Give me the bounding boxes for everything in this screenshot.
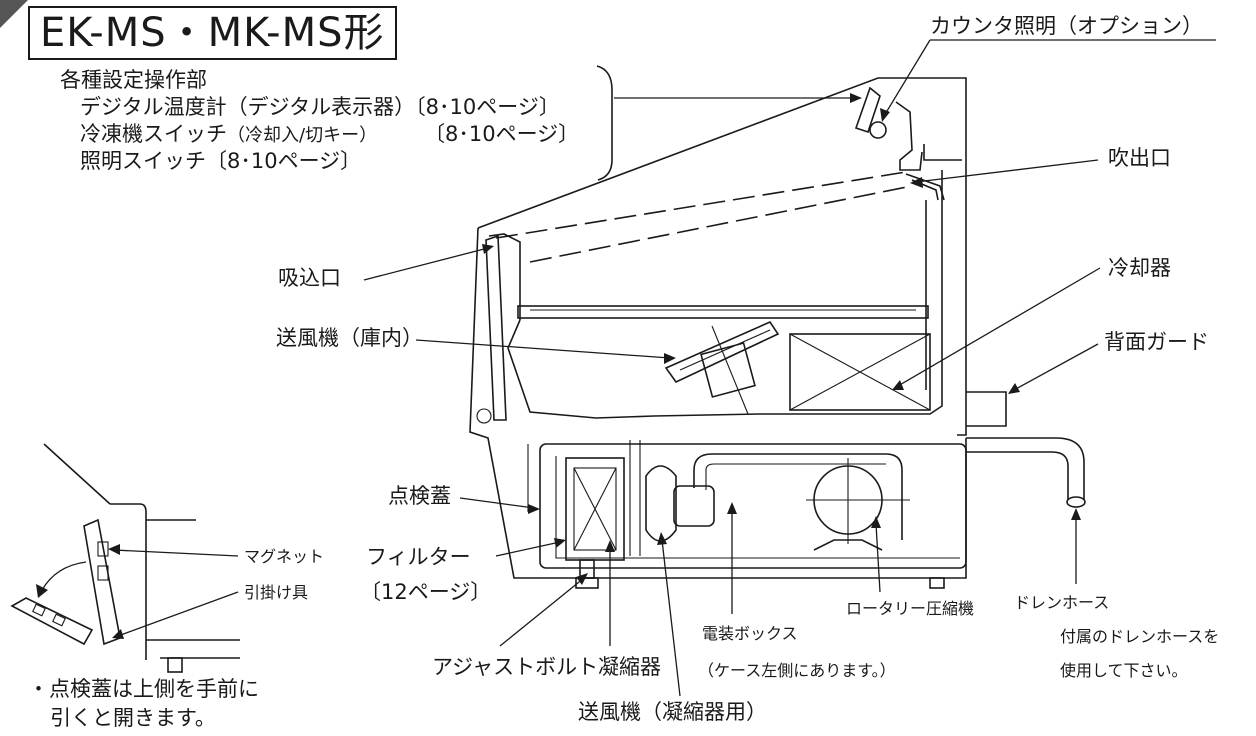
shelf-tray xyxy=(517,305,929,319)
settings-refrigerator-switch: 冷凍機スイッチ（冷却入/切キー） xyxy=(80,122,377,147)
label-counter-light: カウンタ照明（オプション） xyxy=(930,14,1203,38)
settings-refrigerator-switch-page: 〔8･10ページ〕 xyxy=(424,122,580,146)
label-fan-inner: 送風機（庫内） xyxy=(276,326,423,350)
drain-hose xyxy=(966,437,1086,508)
label-drain-note-2: 使用して下さい。 xyxy=(1060,661,1188,680)
cabinet-outline xyxy=(469,77,967,579)
upper-glass-line xyxy=(495,171,907,239)
leader-filter xyxy=(495,538,566,557)
back-guard xyxy=(966,391,1007,427)
refrigerant-pipe-inner xyxy=(705,463,886,490)
cooler-unit xyxy=(789,333,931,411)
label-drain-hose: ドレンホース xyxy=(1014,593,1110,612)
label-outlet: 吹出口 xyxy=(1108,146,1171,170)
refrigerant-pipe xyxy=(693,453,903,540)
label-electric-box: 電装ボックス xyxy=(702,624,798,643)
settings-bracket xyxy=(596,65,613,181)
model-title: EK-MS・MK-MS形 xyxy=(28,6,397,60)
leader-compressor xyxy=(871,516,881,593)
leader-drain-hose xyxy=(1071,508,1081,584)
label-electric-box-note: （ケース左側にあります。） xyxy=(698,661,896,680)
leader-hook xyxy=(112,591,239,639)
label-rotary-compressor: ロータリー圧縮機 xyxy=(846,599,975,618)
leader-inlet xyxy=(363,244,494,281)
leader-fan-condenser xyxy=(657,532,681,697)
inner-fan xyxy=(664,320,780,415)
label-condenser: 凝縮器 xyxy=(598,655,661,679)
leader-condenser xyxy=(605,540,615,646)
label-filter-page: 〔12ページ〕 xyxy=(360,580,492,604)
label-cooler: 冷却器 xyxy=(1108,256,1171,280)
leader-electric-box xyxy=(727,502,737,614)
label-magnet: マグネット xyxy=(244,547,325,566)
lid-note-line-1: ・点検蓋は上側を手前に xyxy=(28,677,259,701)
leader-cooler xyxy=(892,267,1101,390)
leader-outlet xyxy=(910,159,1099,188)
settings-digital-thermometer: デジタル温度計（デジタル表示器）〔8･10ページ〕 xyxy=(80,95,560,119)
leader-back-guard xyxy=(1008,343,1099,394)
settings-refrigerator-switch-key: （冷却入/切キー） xyxy=(227,125,378,146)
adjust-bolt xyxy=(575,559,599,589)
label-drain-note-1: 付属のドレンホースを xyxy=(1060,627,1220,646)
label-fan-condenser: 送風機（凝縮器用） xyxy=(578,700,767,724)
settings-refrigerator-switch-label: 冷凍機スイッチ xyxy=(80,122,227,146)
label-inspection-lid: 点検蓋 xyxy=(388,484,451,508)
counter-light xyxy=(854,86,923,171)
leader-inspection-lid xyxy=(459,497,540,514)
page-corner-mark xyxy=(0,0,28,28)
leader-counter-light xyxy=(880,39,1216,122)
condenser-fan xyxy=(629,440,715,556)
lid-note-line-2: 引くと開きます。 xyxy=(50,706,216,730)
label-hook: 引掛け具 xyxy=(244,583,309,602)
settings-heading: 各種設定操作部 xyxy=(60,68,207,92)
lower-glass-line xyxy=(529,185,913,263)
leader-magnet xyxy=(108,544,239,557)
leader-fan-inner xyxy=(415,339,676,364)
leader-settings xyxy=(614,93,862,103)
machine-compartment xyxy=(527,443,967,569)
leader-adjust-bolt xyxy=(499,573,588,647)
settings-light-switch: 照明スイッチ〔8･10ページ〕 xyxy=(80,149,362,173)
detail-inspection-lid xyxy=(10,443,240,673)
label-filter: フィルター xyxy=(366,545,471,569)
condenser-filter xyxy=(565,457,625,561)
label-inlet: 吸込口 xyxy=(278,266,341,290)
front-panel xyxy=(476,234,507,424)
rotary-compressor xyxy=(806,458,910,551)
label-back-guard: 背面ガード xyxy=(1104,330,1209,354)
cabinet-foot xyxy=(929,577,945,589)
label-adjust-bolt: アジャストボルト xyxy=(432,655,599,679)
